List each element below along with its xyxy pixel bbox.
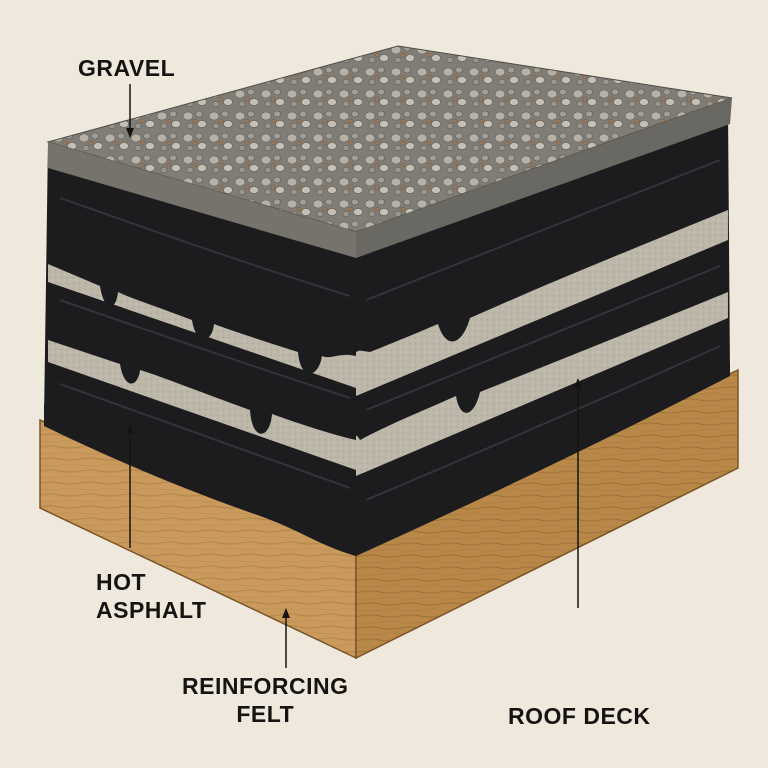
leader-lines (126, 84, 582, 668)
hot-asphalt-label: HOT ASPHALT (96, 568, 206, 624)
hot-asphalt-label-line-1: HOT (96, 569, 147, 595)
roof-deck-label: ROOF DECK (508, 703, 651, 729)
reinforcing-felt-label-line-2: FELT (236, 701, 295, 727)
reinforcing-felt-label: REINFORCING FELT (182, 672, 349, 728)
reinforcing-felt-label-line-1: REINFORCING (182, 673, 349, 699)
gravel-label: GRAVEL (78, 55, 176, 81)
gravel-layer (46, 45, 733, 258)
hot-asphalt-label-line-2: ASPHALT (96, 597, 207, 623)
